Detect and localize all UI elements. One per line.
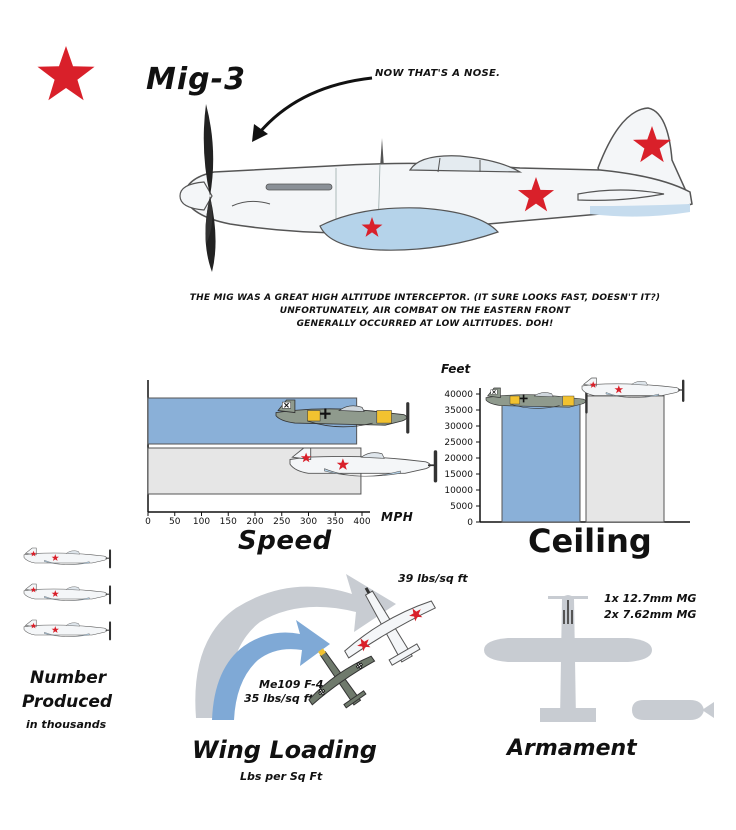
number-produced-label: Number Produced in thousands (22, 668, 122, 731)
mig-wing-loading-arc (195, 574, 396, 718)
mig-wing-loading-label: 39 lbs/sq ft (398, 572, 468, 585)
ceiling-chart: 0 5000 10000 15000 20000 25000 30000 35000 40000 (444, 377, 690, 528)
ceiling-tick-label: 40000 (444, 390, 473, 400)
ceiling-bar (585, 395, 665, 523)
ceiling-bar (501, 403, 581, 523)
wing-loading-chart (195, 574, 437, 720)
nose-arrow-icon (258, 76, 373, 133)
ceiling-tick-label: 0 (467, 518, 473, 528)
speed-tick-label: 150 (220, 517, 237, 527)
speed-tick-label: 300 (300, 517, 317, 527)
red-star-icon (37, 46, 95, 101)
speed-tick-label: 200 (246, 517, 263, 527)
ceiling-unit-label: Feet (441, 362, 471, 376)
speed-tick-label: 350 (327, 517, 344, 527)
ceiling-tick-label: 35000 (444, 406, 473, 416)
me109-name-label: Me109 F-4 (259, 678, 324, 691)
ceiling-chart-title: Ceiling (528, 522, 652, 560)
armament-illustration (484, 595, 714, 722)
ceiling-tick-label: 10000 (444, 486, 473, 496)
speed-chart: 0 50 100 150 200 250 300 350 400 (145, 380, 439, 527)
number-produced-line-2: Produced (22, 692, 113, 712)
speed-tick-label: 50 (169, 517, 181, 527)
speed-unit-label: MPH (381, 510, 414, 524)
mig3-main-illustration (179, 104, 693, 272)
armament-line-2: 2x 7.62mm MG (604, 608, 697, 621)
caption-line-1: The Mig was a great high altitude interc… (189, 293, 661, 303)
caption-line-2: Unfortunately, air combat on the Eastern… (279, 306, 571, 316)
mig3-production-icon (23, 547, 112, 569)
me109-wing-loading-label: 35 lbs/sq ft (244, 692, 314, 705)
number-produced-line-1: Number (30, 668, 107, 688)
wing-loading-subtitle: Lbs per Sq Ft (240, 770, 323, 783)
number-produced-line-3: in thousands (26, 718, 107, 731)
caption: The Mig was a great high altitude interc… (180, 292, 670, 331)
aircraft-silhouette-icon (484, 595, 652, 722)
ceiling-tick-label: 5000 (450, 502, 473, 512)
armament-title: Armament (507, 736, 637, 761)
me109-top-view-icon (308, 648, 376, 709)
bomb-icon (632, 700, 714, 720)
caption-line-3: generally occurred at low altitudes. Doh… (296, 319, 554, 329)
speed-tick-label: 100 (193, 517, 210, 527)
ceiling-tick-label: 30000 (444, 422, 473, 432)
speed-tick-label: 250 (273, 517, 290, 527)
wing-loading-title: Wing Loading (192, 736, 377, 764)
ceiling-tick-label: 20000 (444, 454, 473, 464)
aircraft-title: Mig-3 (146, 62, 246, 97)
speed-chart-title: Speed (238, 526, 332, 556)
number-produced-pictogram (23, 547, 112, 641)
mig3-top-view-icon (344, 587, 437, 666)
speed-tick-label: 400 (353, 517, 370, 527)
arrow-head-icon (252, 124, 268, 142)
mig3-production-icon (23, 619, 112, 641)
ceiling-tick-label: 25000 (444, 438, 473, 448)
ceiling-tick-label: 15000 (444, 470, 473, 480)
me109-wing-loading-arc (212, 620, 330, 720)
armament-line-1: 1x 12.7mm MG (604, 592, 697, 605)
mig3-production-icon (23, 583, 112, 605)
nose-annotation: Now THAT's a nose. (375, 68, 501, 79)
speed-tick-label: 0 (145, 517, 151, 527)
